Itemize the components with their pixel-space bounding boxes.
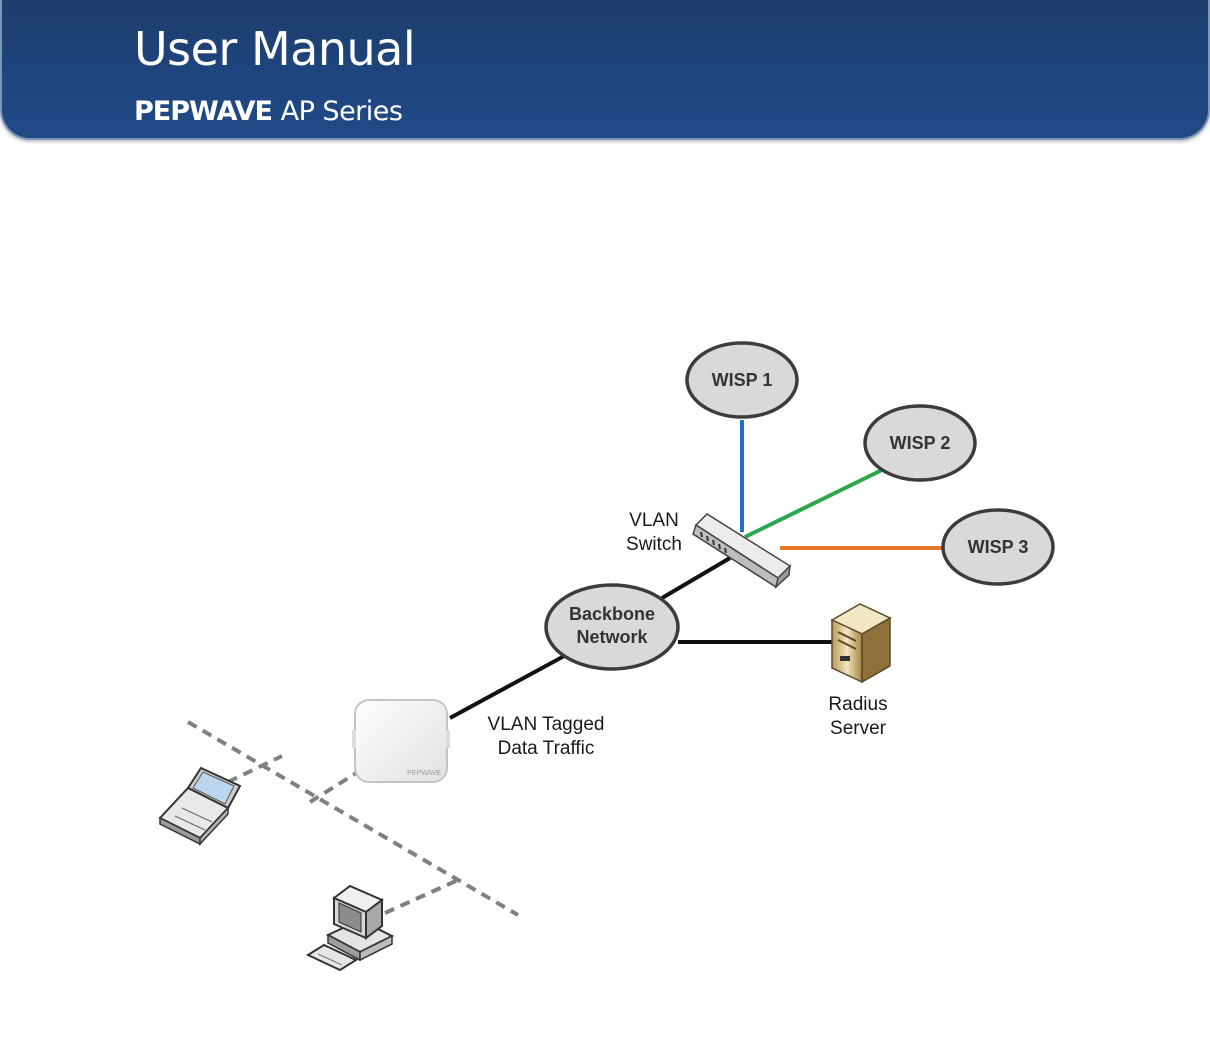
access-point-brand: PEPWAVE (407, 770, 441, 777)
radius-server-label-line2: Server (830, 718, 887, 739)
ap-wireless-link (310, 772, 358, 802)
laptop-icon (160, 768, 240, 844)
wisp2-label: WISP 2 (890, 433, 951, 453)
vlan-switch-label-line1: VLAN (629, 510, 679, 531)
vlan-tagged-label-line1: VLAN Tagged (488, 714, 605, 735)
ap-backbone-link (450, 655, 566, 718)
radius-server-icon (832, 604, 890, 682)
radius-server-label-line1: Radius (828, 694, 887, 715)
wisp3-node: WISP 3 (943, 510, 1053, 584)
wisp1-label: WISP 1 (712, 370, 773, 390)
wisp3-label: WISP 3 (968, 537, 1029, 557)
backbone-label-line1: Backbone (569, 604, 655, 624)
header-title: User Manual (134, 22, 415, 76)
header-series: AP Series (281, 96, 403, 127)
header-brand: PEPWAVE (134, 96, 272, 127)
backbone-switch-link (662, 558, 730, 598)
wisp2-node: WISP 2 (865, 406, 975, 480)
wisp2-link (745, 470, 882, 537)
access-point-icon: PEPWAVE (352, 700, 450, 782)
backbone-label-line2: Network (576, 627, 648, 647)
page-header: User Manual PEPWAVE AP Series (0, 0, 1210, 140)
wireless-lan-line (188, 722, 518, 915)
backbone-network-node: Backbone Network (546, 585, 678, 669)
wisp1-node: WISP 1 (687, 343, 797, 417)
header-subtitle: PEPWAVE AP Series (134, 96, 402, 127)
vlan-tagged-label-line2: Data Traffic (498, 738, 595, 759)
network-diagram: WISP 1 WISP 2 WISP 3 Backbone Network VL… (0, 140, 1210, 1049)
desktop-wireless-link (385, 880, 458, 913)
vlan-switch-label-line2: Switch (626, 534, 682, 555)
desktop-computer-icon (308, 886, 392, 970)
